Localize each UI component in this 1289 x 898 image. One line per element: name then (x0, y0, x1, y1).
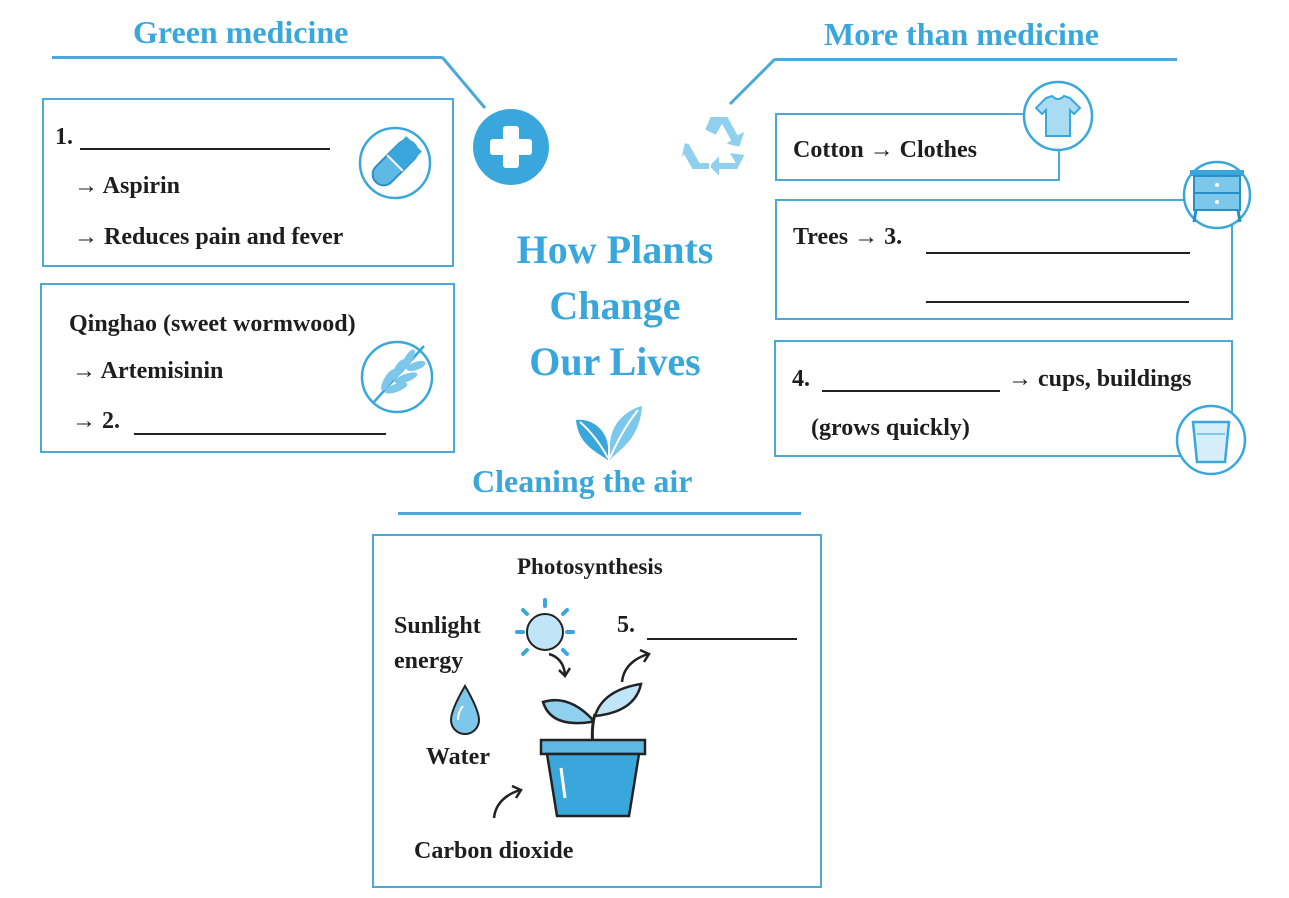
main-title-line-2: Change (549, 283, 681, 328)
more-than-medicine-heading: More than medicine (824, 16, 1099, 52)
main-title-line-1: How Plants (516, 227, 714, 272)
item-2-number: → 2. (72, 408, 120, 434)
water-drop-icon (447, 684, 483, 736)
plant-pot-icon (535, 672, 655, 820)
trees-text: Trees → 3. (793, 224, 903, 250)
qinghao-text: Qinghao (sweet wormwood) (69, 311, 356, 337)
leaf-icon (360, 340, 434, 414)
answer-blank-3a[interactable] (926, 252, 1190, 254)
grows-quickly-text: (grows quickly) (811, 415, 970, 441)
sprout-icon (574, 402, 644, 462)
nightstand-icon (1182, 160, 1252, 230)
answer-blank-2[interactable] (134, 433, 386, 435)
carbon-dioxide-label: Carbon dioxide (414, 838, 574, 864)
photosynthesis-title: Photosynthesis (517, 554, 663, 579)
green-medicine-underline (52, 56, 442, 59)
answer-blank-5[interactable] (647, 638, 797, 640)
main-title-line-3: Our Lives (529, 339, 701, 384)
more-than-medicine-box-3 (774, 340, 1233, 457)
sunlight-arrow-icon (545, 650, 575, 680)
plus-icon (472, 108, 550, 186)
green-medicine-heading: Green medicine (133, 14, 349, 50)
pill-icon (358, 126, 432, 200)
cups-buildings-text: → cups, buildings (1008, 366, 1192, 392)
item-5-number: 5. (617, 612, 635, 638)
more-than-medicine-underline (775, 58, 1177, 61)
cotton-clothes-text: Cotton → Clothes (793, 137, 977, 163)
more-than-medicine-box-2 (775, 199, 1233, 320)
answer-blank-4[interactable] (822, 390, 1000, 392)
main-title: How Plants Change Our Lives (470, 222, 760, 390)
oxygen-arrow-icon (618, 646, 654, 686)
carbon-dioxide-arrow-icon (490, 782, 526, 822)
artemisinin-text: → Artemisinin (72, 358, 224, 384)
reduces-pain-text: → Reduces pain and fever (74, 224, 344, 250)
cleaning-air-heading: Cleaning the air (472, 463, 693, 499)
sunlight-label-line-2: energy (394, 648, 464, 674)
item-4-number: 4. (792, 366, 810, 392)
tshirt-icon (1022, 80, 1094, 152)
aspirin-text: → Aspirin (74, 173, 181, 199)
sunlight-label-line-1: Sunlight (394, 613, 481, 639)
water-label: Water (426, 744, 490, 770)
recycle-icon (678, 108, 760, 182)
cleaning-air-underline (398, 512, 801, 515)
answer-blank-1[interactable] (80, 148, 330, 150)
answer-blank-3b[interactable] (926, 301, 1189, 303)
item-1-number: 1. (55, 124, 73, 150)
cup-icon (1175, 404, 1247, 476)
sun-icon (505, 596, 585, 676)
